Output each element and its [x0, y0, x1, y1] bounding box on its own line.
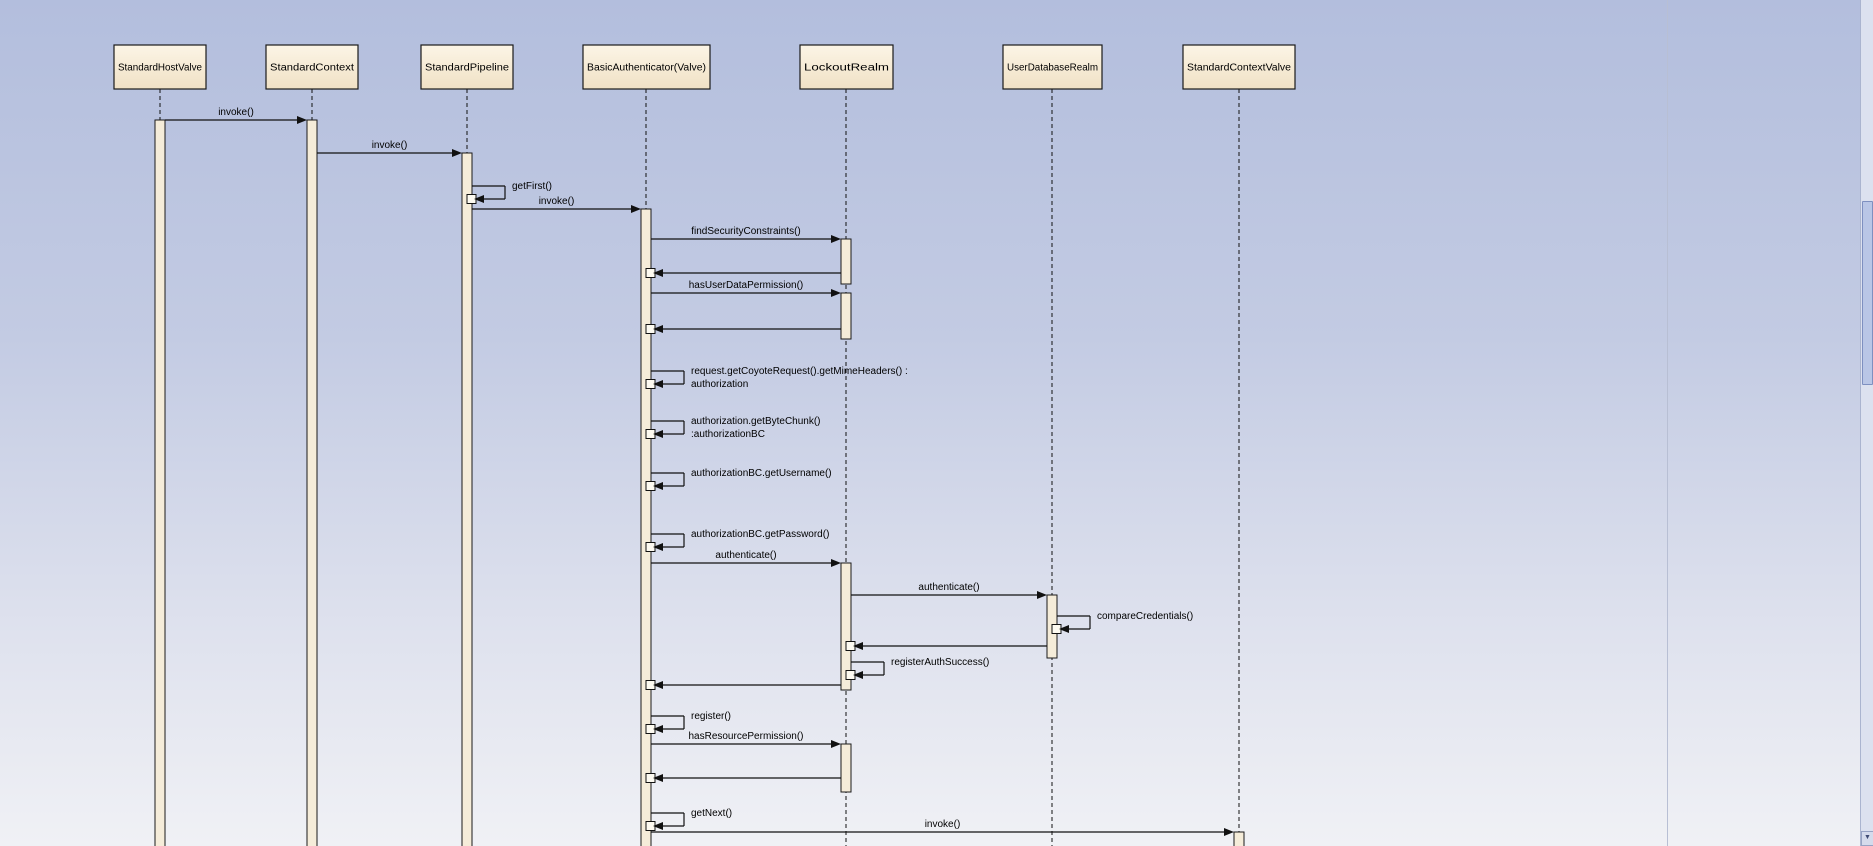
lifeline-label: LockoutRealm	[804, 63, 889, 74]
message-label[interactable]: invoke()	[218, 107, 254, 118]
message-label[interactable]: findSecurityConstraints()	[691, 226, 800, 237]
arrowhead-icon	[297, 116, 307, 124]
message-label[interactable]: hasResourcePermission()	[688, 731, 803, 742]
arrowhead-icon	[853, 642, 863, 650]
message-label[interactable]: getFirst()	[512, 181, 552, 192]
activation-bar[interactable]	[1233, 831, 1245, 846]
lifeline-label: StandardContextValve	[1187, 63, 1291, 74]
arrowhead-icon	[1224, 828, 1234, 836]
message-label[interactable]: authorizationBC.getUsername()	[691, 468, 832, 479]
message-label[interactable]: compareCredentials()	[1097, 611, 1193, 622]
lifeline-head[interactable]	[265, 44, 359, 90]
arrowhead-icon	[1037, 591, 1047, 599]
message-label[interactable]: registerAuthSuccess()	[891, 657, 989, 668]
message-label[interactable]: :authorizationBC	[691, 429, 765, 440]
activation-bar[interactable]	[461, 152, 473, 846]
activation-bar[interactable]	[840, 292, 852, 340]
activation-bar[interactable]	[154, 119, 166, 846]
activation-bar[interactable]	[840, 743, 852, 793]
arrowhead-icon	[653, 430, 663, 438]
lifeline-head[interactable]	[113, 44, 207, 90]
lifeline-label: StandardHostValve	[118, 63, 202, 74]
message-label[interactable]: authenticate()	[715, 550, 776, 561]
arrowhead-icon	[1059, 625, 1069, 633]
arrowhead-icon	[653, 822, 663, 830]
lifeline-head[interactable]	[1182, 44, 1296, 90]
lifeline-head[interactable]	[799, 44, 894, 90]
message-label[interactable]: hasUserDataPermission()	[689, 280, 803, 291]
message-label[interactable]: invoke()	[925, 819, 961, 830]
lifeline-label: UserDatabaseRealm	[1007, 63, 1098, 74]
arrowhead-icon	[853, 671, 863, 679]
arrowhead-icon	[653, 380, 663, 388]
message-label[interactable]: authenticate()	[918, 582, 979, 593]
message-label[interactable]: register()	[691, 711, 731, 722]
page-divider	[1667, 0, 1668, 846]
arrowhead-icon	[452, 149, 462, 157]
message-label[interactable]: request.getCoyoteRequest().getMimeHeader…	[691, 366, 908, 377]
arrowhead-icon	[831, 740, 841, 748]
arrowhead-icon	[653, 725, 663, 733]
arrowhead-icon	[631, 205, 641, 213]
lifeline-label: StandardContext	[270, 63, 354, 74]
lifeline-head[interactable]	[582, 44, 711, 90]
lifeline-head[interactable]	[1002, 44, 1103, 90]
arrowhead-icon	[653, 269, 663, 277]
arrowhead-icon	[474, 195, 484, 203]
activation-bar[interactable]	[840, 562, 852, 691]
arrowhead-icon	[831, 289, 841, 297]
arrowhead-icon	[831, 559, 841, 567]
message-label[interactable]: authorizationBC.getPassword()	[691, 529, 829, 540]
lifeline-label: StandardPipeline	[425, 63, 509, 74]
message-label[interactable]: authorization.getByteChunk()	[691, 416, 821, 427]
arrowhead-icon	[831, 235, 841, 243]
message-label[interactable]: getNext()	[691, 808, 732, 819]
arrowhead-icon	[653, 482, 663, 490]
lifeline-head[interactable]	[420, 44, 514, 90]
scrollbar-thumb[interactable]	[1862, 201, 1873, 385]
vertical-scrollbar[interactable]: ▼	[1860, 0, 1873, 846]
message-label[interactable]: authorization	[691, 379, 748, 390]
arrowhead-icon	[653, 681, 663, 689]
activation-bar[interactable]	[840, 238, 852, 285]
message-label[interactable]: invoke()	[539, 196, 575, 207]
message-label[interactable]: invoke()	[372, 140, 408, 151]
arrowhead-icon	[653, 774, 663, 782]
scroll-down-button[interactable]: ▼	[1861, 831, 1873, 846]
activation-bar[interactable]	[640, 208, 652, 846]
lifeline-label: BasicAuthenticator(Valve)	[587, 63, 706, 74]
arrowhead-icon	[653, 543, 663, 551]
activation-bar[interactable]	[306, 119, 318, 846]
arrowhead-icon	[653, 325, 663, 333]
